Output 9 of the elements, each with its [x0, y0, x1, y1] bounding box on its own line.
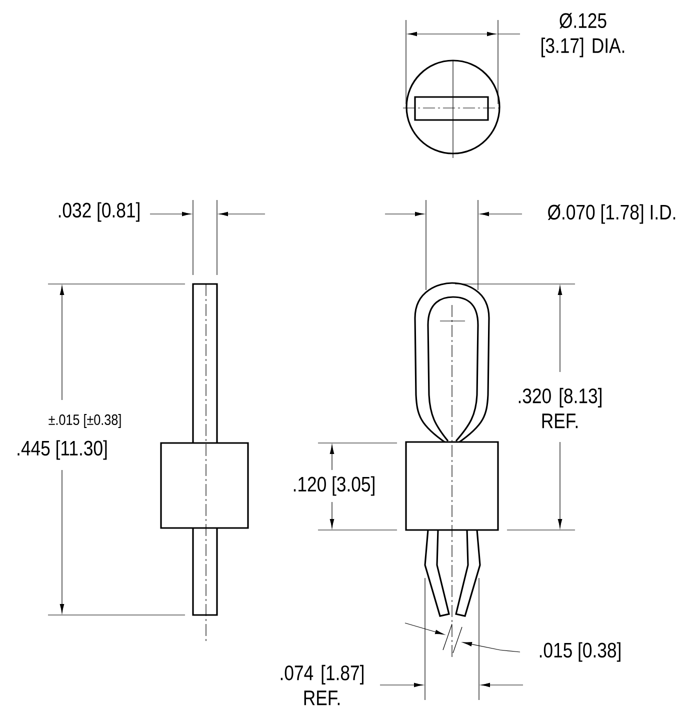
dimension-label: .074 [1.87] REF.	[280, 664, 364, 706]
dimension-label: .015 [0.38]	[540, 642, 620, 662]
dimension-label: .320 [8.13] REF.	[518, 388, 602, 428]
dimension-label: .445 [11.30]	[18, 440, 107, 460]
dimension-label: Ø.070 [1.78] I.D.	[548, 204, 676, 224]
dimension-label: Ø.125 [3.17] DIA.	[542, 12, 624, 58]
dimension-label: .032 [0.81]	[58, 202, 140, 222]
dimension-label: .120 [3.05]	[294, 476, 374, 496]
dimension-label: ±.015 [±0.38]	[48, 414, 121, 428]
